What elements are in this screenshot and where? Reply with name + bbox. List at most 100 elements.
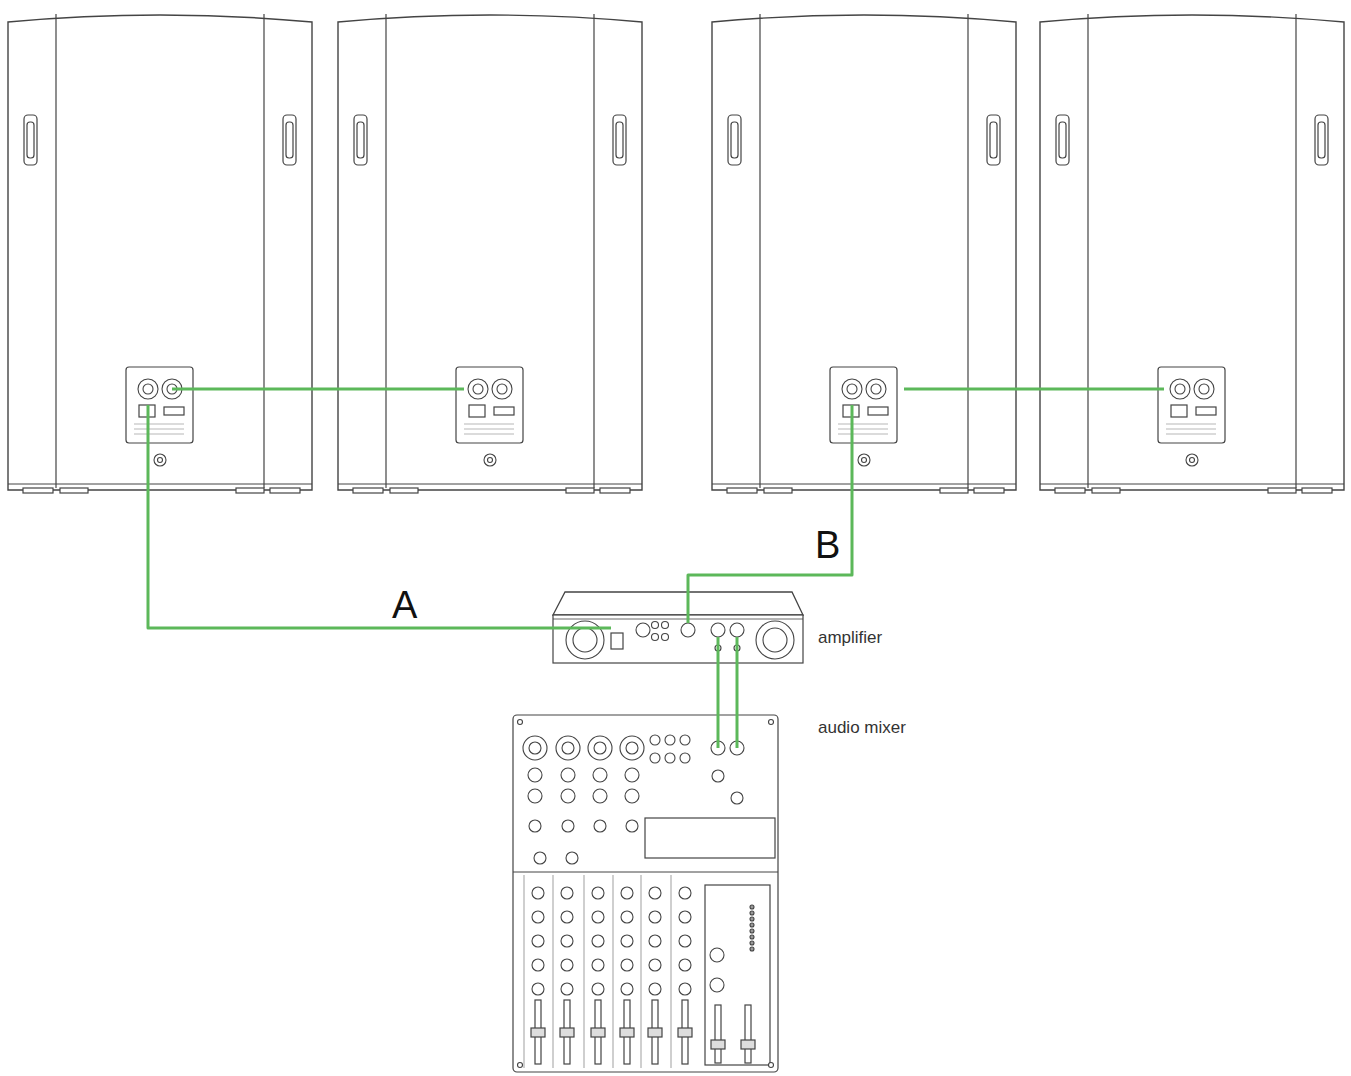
handle bbox=[283, 115, 296, 165]
line-input bbox=[593, 768, 607, 782]
speakon-jack-core bbox=[847, 384, 857, 394]
speaker-foot bbox=[1092, 488, 1120, 493]
amplifier-rear-panel bbox=[553, 615, 803, 663]
handle bbox=[354, 115, 367, 165]
xlr-input bbox=[620, 736, 644, 760]
power-inlet bbox=[1171, 405, 1187, 417]
mixer-screw bbox=[518, 720, 523, 725]
handle bbox=[24, 115, 37, 165]
speaker-cable bbox=[904, 388, 1164, 391]
fader-cap bbox=[560, 1028, 574, 1037]
cabinet-edge bbox=[55, 14, 56, 488]
speaker-foot bbox=[1268, 488, 1296, 493]
xlr-input bbox=[523, 736, 547, 760]
panel-text-line bbox=[1166, 424, 1216, 425]
speaker-foot bbox=[236, 488, 264, 493]
master-fader-cap bbox=[741, 1040, 755, 1049]
handle-grip bbox=[731, 122, 738, 158]
panel-text-line bbox=[838, 424, 888, 425]
eq-knob bbox=[532, 959, 544, 971]
led-meter bbox=[750, 911, 754, 915]
binding-post bbox=[662, 622, 669, 629]
fader-cap bbox=[620, 1028, 634, 1037]
mixer-screw bbox=[769, 1063, 774, 1068]
xlr-input bbox=[588, 736, 612, 760]
fader-cap bbox=[678, 1028, 692, 1037]
eq-knob bbox=[592, 959, 604, 971]
eq-knob bbox=[532, 983, 544, 995]
aux-jack bbox=[712, 770, 724, 782]
cabinet-screw-core bbox=[1190, 458, 1195, 463]
rca-jack bbox=[650, 753, 660, 763]
cabinet-base bbox=[712, 484, 1016, 485]
handle bbox=[987, 115, 1000, 165]
handle-grip bbox=[616, 122, 623, 158]
audio-cable bbox=[736, 637, 739, 748]
eq-knob bbox=[621, 887, 633, 899]
eq-knob bbox=[679, 887, 691, 899]
panel-text-line bbox=[1166, 434, 1216, 435]
binding-post bbox=[652, 634, 659, 641]
rca-jack bbox=[650, 735, 660, 745]
speakon-jack bbox=[842, 379, 862, 399]
speaker-foot bbox=[390, 488, 418, 493]
cabinet-screw bbox=[1186, 454, 1198, 466]
cabinet-edge bbox=[593, 14, 594, 488]
xlr-input-core bbox=[594, 742, 606, 754]
mixer-screw bbox=[518, 1063, 523, 1068]
panel-edge bbox=[553, 619, 803, 620]
speaker-foot bbox=[600, 488, 630, 493]
eq-knob bbox=[649, 887, 661, 899]
rca-jack bbox=[665, 735, 675, 745]
speaker-foot bbox=[566, 488, 594, 493]
panel-text-line bbox=[464, 429, 514, 430]
gain-knob bbox=[626, 820, 638, 832]
speaker-foot bbox=[727, 488, 757, 493]
speakon-jack-core bbox=[497, 384, 507, 394]
panel-text-line bbox=[838, 434, 888, 435]
eq-knob bbox=[621, 935, 633, 947]
eq-knob bbox=[561, 983, 573, 995]
line-input bbox=[561, 789, 575, 803]
handle-grip bbox=[286, 122, 293, 158]
channel-strip bbox=[584, 875, 585, 1068]
panel-text-line bbox=[134, 434, 184, 435]
panel-text-line bbox=[134, 424, 184, 425]
handle bbox=[613, 115, 626, 165]
line-input bbox=[625, 789, 639, 803]
rca-jack bbox=[665, 753, 675, 763]
cabinet-screw-core bbox=[158, 458, 163, 463]
cabinet-base bbox=[1040, 484, 1344, 485]
mixer-body bbox=[513, 715, 778, 1072]
eq-knob bbox=[679, 983, 691, 995]
handle bbox=[728, 115, 741, 165]
connector-panel bbox=[1158, 367, 1225, 443]
panel-marking bbox=[868, 407, 888, 415]
speakon-jack-core bbox=[473, 384, 483, 394]
speakon-jack bbox=[138, 379, 158, 399]
handle bbox=[1056, 115, 1069, 165]
binding-post bbox=[652, 622, 659, 629]
cabinet-screw-core bbox=[862, 458, 867, 463]
panel-text-line bbox=[1166, 429, 1216, 430]
speaker-foot bbox=[270, 488, 300, 493]
cable-letter: B bbox=[813, 526, 842, 564]
eq-knob bbox=[679, 959, 691, 971]
led-meter bbox=[750, 941, 754, 945]
binding-post bbox=[662, 634, 669, 641]
cooling-fan bbox=[573, 628, 597, 652]
speakon-jack bbox=[1194, 379, 1214, 399]
mixer-screw bbox=[769, 720, 774, 725]
speakon-jack bbox=[866, 379, 886, 399]
device-label: amplifier bbox=[816, 628, 884, 648]
eq-knob bbox=[561, 887, 573, 899]
panel-text-line bbox=[838, 429, 888, 430]
led-meter bbox=[750, 935, 754, 939]
eq-knob bbox=[621, 959, 633, 971]
line-input bbox=[528, 768, 542, 782]
panel-marking bbox=[1196, 407, 1216, 415]
channel-strip bbox=[671, 875, 672, 1068]
speaker-foot bbox=[974, 488, 1004, 493]
master-fader-slot bbox=[745, 1005, 751, 1063]
